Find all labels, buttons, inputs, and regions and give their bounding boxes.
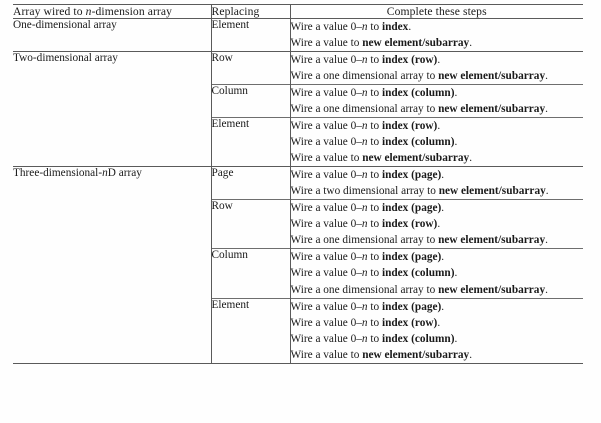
step-line: Wire a value 0–n to index (row). [290, 316, 441, 329]
table-row: Element Wire a value 0–n to index (page).… [13, 297, 583, 364]
step-line: Wire a value 0–n to index (row). [290, 120, 441, 133]
dimension-label-cell: One-dimensional array [13, 17, 212, 52]
replacing-text: Row [211, 200, 233, 213]
dimension-label-cell: Three-dimensional-nD array [13, 166, 212, 364]
header-col-replacing-text: Replacing [211, 5, 260, 18]
header-row: Array wired to n-dimension array Replaci… [13, 4, 583, 19]
step-line: Wire a value 0–n to index (row). [290, 218, 441, 231]
table-bottom-rule [13, 362, 583, 364]
replacing-cell: Row [211, 199, 291, 249]
replacing-text: Element [211, 118, 250, 131]
replacing-text: Page [211, 167, 234, 180]
steps-cell: Wire a value 0–n to index (page). Wire a … [290, 199, 583, 249]
dimension-label-text: One-dimensional array [13, 19, 117, 31]
step-line: Wire a one dimensional array to new elem… [290, 283, 548, 296]
step-line: Wire a value to new element/subarray. [290, 37, 473, 50]
replacing-cell: Column [211, 248, 291, 299]
dimension-label-text: Two-dimensional array [13, 52, 118, 65]
header-col-complete-steps-text: Complete these steps [386, 5, 487, 18]
step-line: Wire a value 0–n to index (page). [290, 169, 445, 182]
step-line: Wire a value 0–n to index (column). [290, 267, 458, 280]
steps-cell: Wire a value 0–n to index (row). Wire a o… [290, 51, 583, 85]
steps-cell: Wire a value 0–n to index (page). Wire a … [290, 248, 583, 299]
replacing-text: Column [211, 249, 248, 262]
header-col-replacing: Replacing [211, 4, 291, 19]
replacing-cell: Page [211, 166, 291, 200]
step-line: Wire a value 0–n to index (page). [290, 300, 445, 313]
replacing-cell: Element [211, 297, 291, 364]
header-col-array-wired-text: Array wired to n-dimension array [13, 5, 173, 18]
array-replacement-table-wrapper: Array wired to n-dimension array Replaci… [13, 4, 583, 364]
steps-cell: Wire a value 0–n to index (column). Wire … [290, 84, 583, 118]
step-line: Wire a one dimensional array to new elem… [290, 234, 548, 247]
step-line: Wire a value to new element/subarray. [290, 348, 473, 361]
step-line: Wire a value 0–n to index (page). [290, 251, 445, 264]
header-col-complete-steps: Complete these steps [290, 4, 583, 19]
bottom-rule-cell [13, 362, 583, 364]
step-line: Wire a value 0–n to index (page). [290, 202, 445, 215]
replacing-cell: Element [211, 17, 291, 52]
step-line: Wire a one dimensional array to new elem… [290, 103, 548, 116]
steps-cell: Wire a value 0–n to index (page). Wire a … [290, 297, 583, 364]
step-line: Wire a value 0–n to index. [290, 21, 412, 33]
step-line: Wire a value 0–n to index (column). [290, 332, 458, 345]
step-line: Wire a one dimensional array to new elem… [290, 70, 548, 83]
steps-cell: Wire a value 0–n to index. Wire a value t… [290, 17, 583, 52]
replacing-text: Row [211, 52, 233, 65]
replacing-cell: Element [211, 117, 291, 167]
header-col-array-wired: Array wired to n-dimension array [13, 4, 212, 19]
dimension-label-text: Three-dimensional-nD array [13, 167, 142, 180]
step-line: Wire a value 0–n to index (column). [290, 136, 458, 149]
array-replacement-table: Array wired to n-dimension array Replaci… [13, 4, 583, 364]
replacing-cell: Row [211, 51, 291, 85]
replacing-text: Column [211, 85, 248, 98]
step-line: Wire a value to new element/subarray. [290, 152, 473, 165]
replacing-cell: Column [211, 84, 291, 118]
step-line: Wire a two dimensional array to new elem… [290, 185, 549, 198]
steps-cell: Wire a value 0–n to index (page). Wire a … [290, 166, 583, 200]
dimension-label-cell: Two-dimensional array [13, 51, 212, 167]
steps-cell: Wire a value 0–n to index (row). Wire a v… [290, 117, 583, 167]
step-line: Wire a value 0–n to index (row). [290, 54, 441, 67]
step-line: Wire a value 0–n to index (column). [290, 87, 458, 100]
table-header: Array wired to n-dimension array Replaci… [13, 4, 583, 19]
replacing-text: Element [211, 298, 250, 311]
replacing-text: Element [211, 19, 250, 31]
table-row: Column Wire a value 0–n to index (column)… [13, 84, 583, 118]
